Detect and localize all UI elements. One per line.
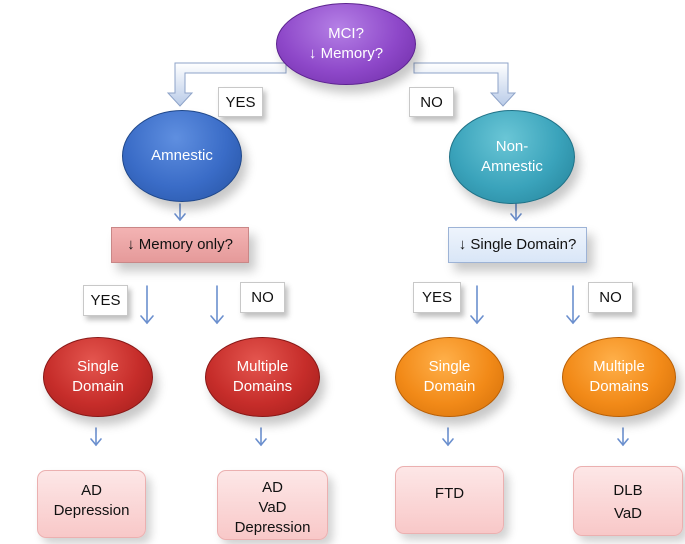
question-memory-only: ↓ Memory only? xyxy=(111,227,249,263)
arrow-left-yes xyxy=(140,285,154,325)
root-node-mci: MCI? ↓ Memory? xyxy=(276,3,416,85)
node-single-domain-left: Single Domain xyxy=(43,337,153,417)
block-arrow-left xyxy=(166,62,287,107)
arrow-rsingle-to-outcome xyxy=(442,427,454,447)
node-multiple-domains-right: Multiple Domains xyxy=(562,337,676,417)
arrow-left-no xyxy=(210,285,224,325)
block-arrow-right xyxy=(413,62,517,107)
label-yes-amnestic: YES xyxy=(218,87,263,117)
question-single-domain: ↓ Single Domain? xyxy=(448,227,587,263)
label-no-left: NO xyxy=(240,282,285,313)
arrow-rmulti-to-outcome xyxy=(617,427,629,447)
outcome-ad-vad-depression: AD VaD Depression xyxy=(217,470,328,540)
label-no-nonamnestic: NO xyxy=(409,87,454,117)
outcome-ftd: FTD xyxy=(395,466,504,534)
arrow-lmulti-to-outcome xyxy=(255,427,267,447)
label-yes-left: YES xyxy=(83,285,128,316)
node-multiple-domains-left: Multiple Domains xyxy=(205,337,320,417)
label-no-right: NO xyxy=(588,282,633,313)
label-yes-right: YES xyxy=(413,282,461,313)
arrow-nonamnestic-to-question xyxy=(510,203,522,222)
outcome-ad-depression: AD Depression xyxy=(37,470,146,538)
node-single-domain-right: Single Domain xyxy=(395,337,504,417)
arrow-amnestic-to-question xyxy=(174,203,186,222)
arrow-right-yes xyxy=(470,285,484,325)
outcome-dlb-vad: DLB VaD xyxy=(573,466,683,536)
node-amnestic: Amnestic xyxy=(122,110,242,202)
node-non-amnestic: Non- Amnestic xyxy=(449,110,575,204)
arrow-right-no xyxy=(566,285,580,325)
arrow-lsingle-to-outcome xyxy=(90,427,102,447)
